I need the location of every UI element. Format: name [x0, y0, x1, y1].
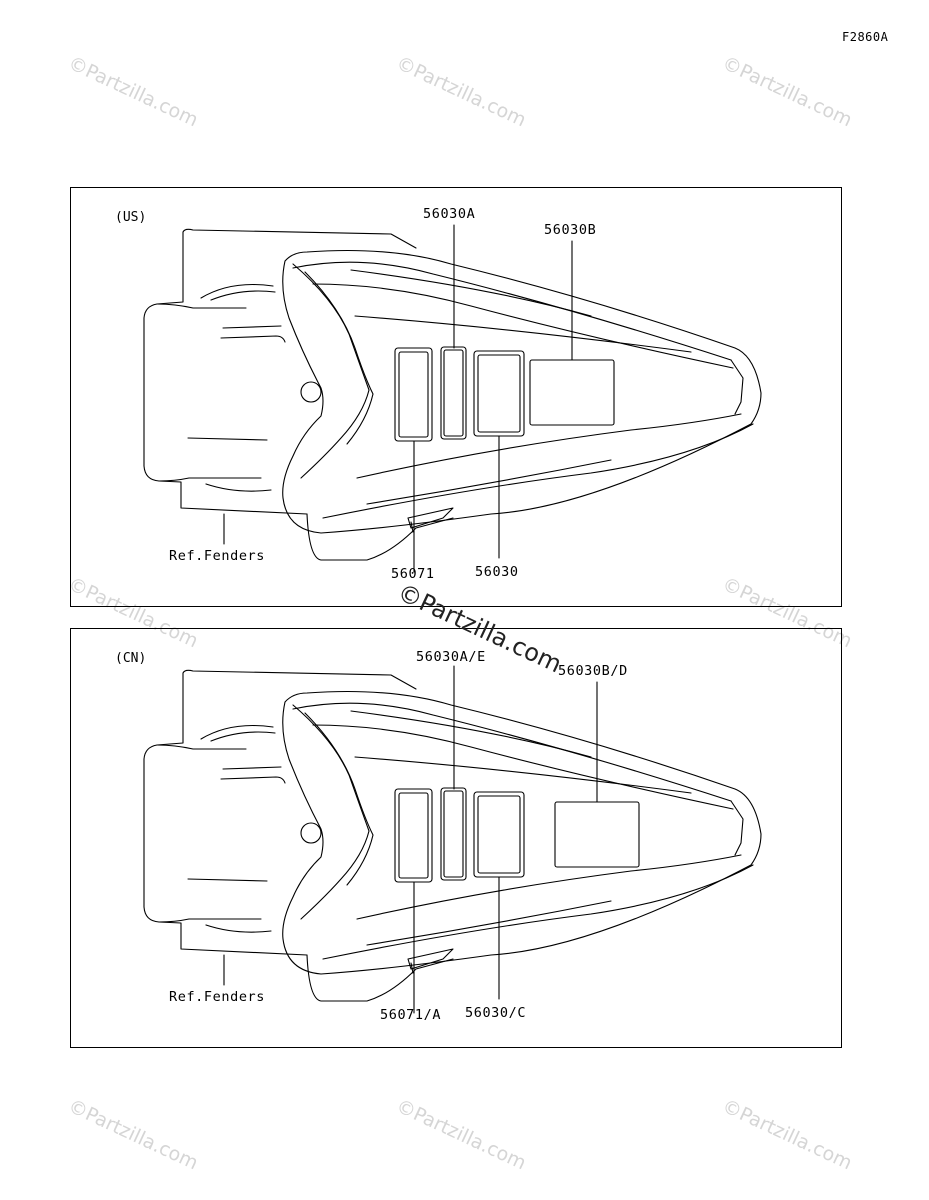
part-label-56030: 56030: [475, 564, 519, 580]
part-label-56030a-e: 56030A/E: [416, 649, 486, 665]
part-label-56030a: 56030A: [423, 206, 476, 222]
diagram-panel-cn: (CN) 56030A/E 56030B/D 56071/A 56030/C R…: [70, 628, 842, 1048]
ref-fenders-label: Ref.Fenders: [169, 548, 266, 564]
watermark: ©Partzilla.com: [718, 1095, 856, 1175]
diagram-panel-us: (US) 56030A 56030B 56071 56030 Ref.Fende…: [70, 187, 842, 607]
region-label-us: (US): [115, 210, 147, 225]
part-label-56071-a: 56071/A: [380, 1007, 442, 1023]
watermark: ©Partzilla.com: [392, 1095, 530, 1175]
watermark: ©Partzilla.com: [64, 52, 202, 132]
fender-drawing-us: [143, 224, 762, 573]
part-label-56071: 56071: [391, 566, 435, 582]
watermark: ©Partzilla.com: [718, 52, 856, 132]
part-label-56030-c: 56030/C: [465, 1005, 527, 1021]
watermark: ©Partzilla.com: [64, 1095, 202, 1175]
region-label-cn: (CN): [115, 651, 147, 666]
figure-code: F2860A: [842, 30, 889, 44]
fender-drawing-cn: [143, 665, 762, 1014]
part-label-56030b: 56030B: [544, 222, 597, 238]
watermark: ©Partzilla.com: [392, 52, 530, 132]
part-label-56030b-d: 56030B/D: [558, 663, 628, 679]
ref-fenders-label: Ref.Fenders: [169, 989, 266, 1005]
